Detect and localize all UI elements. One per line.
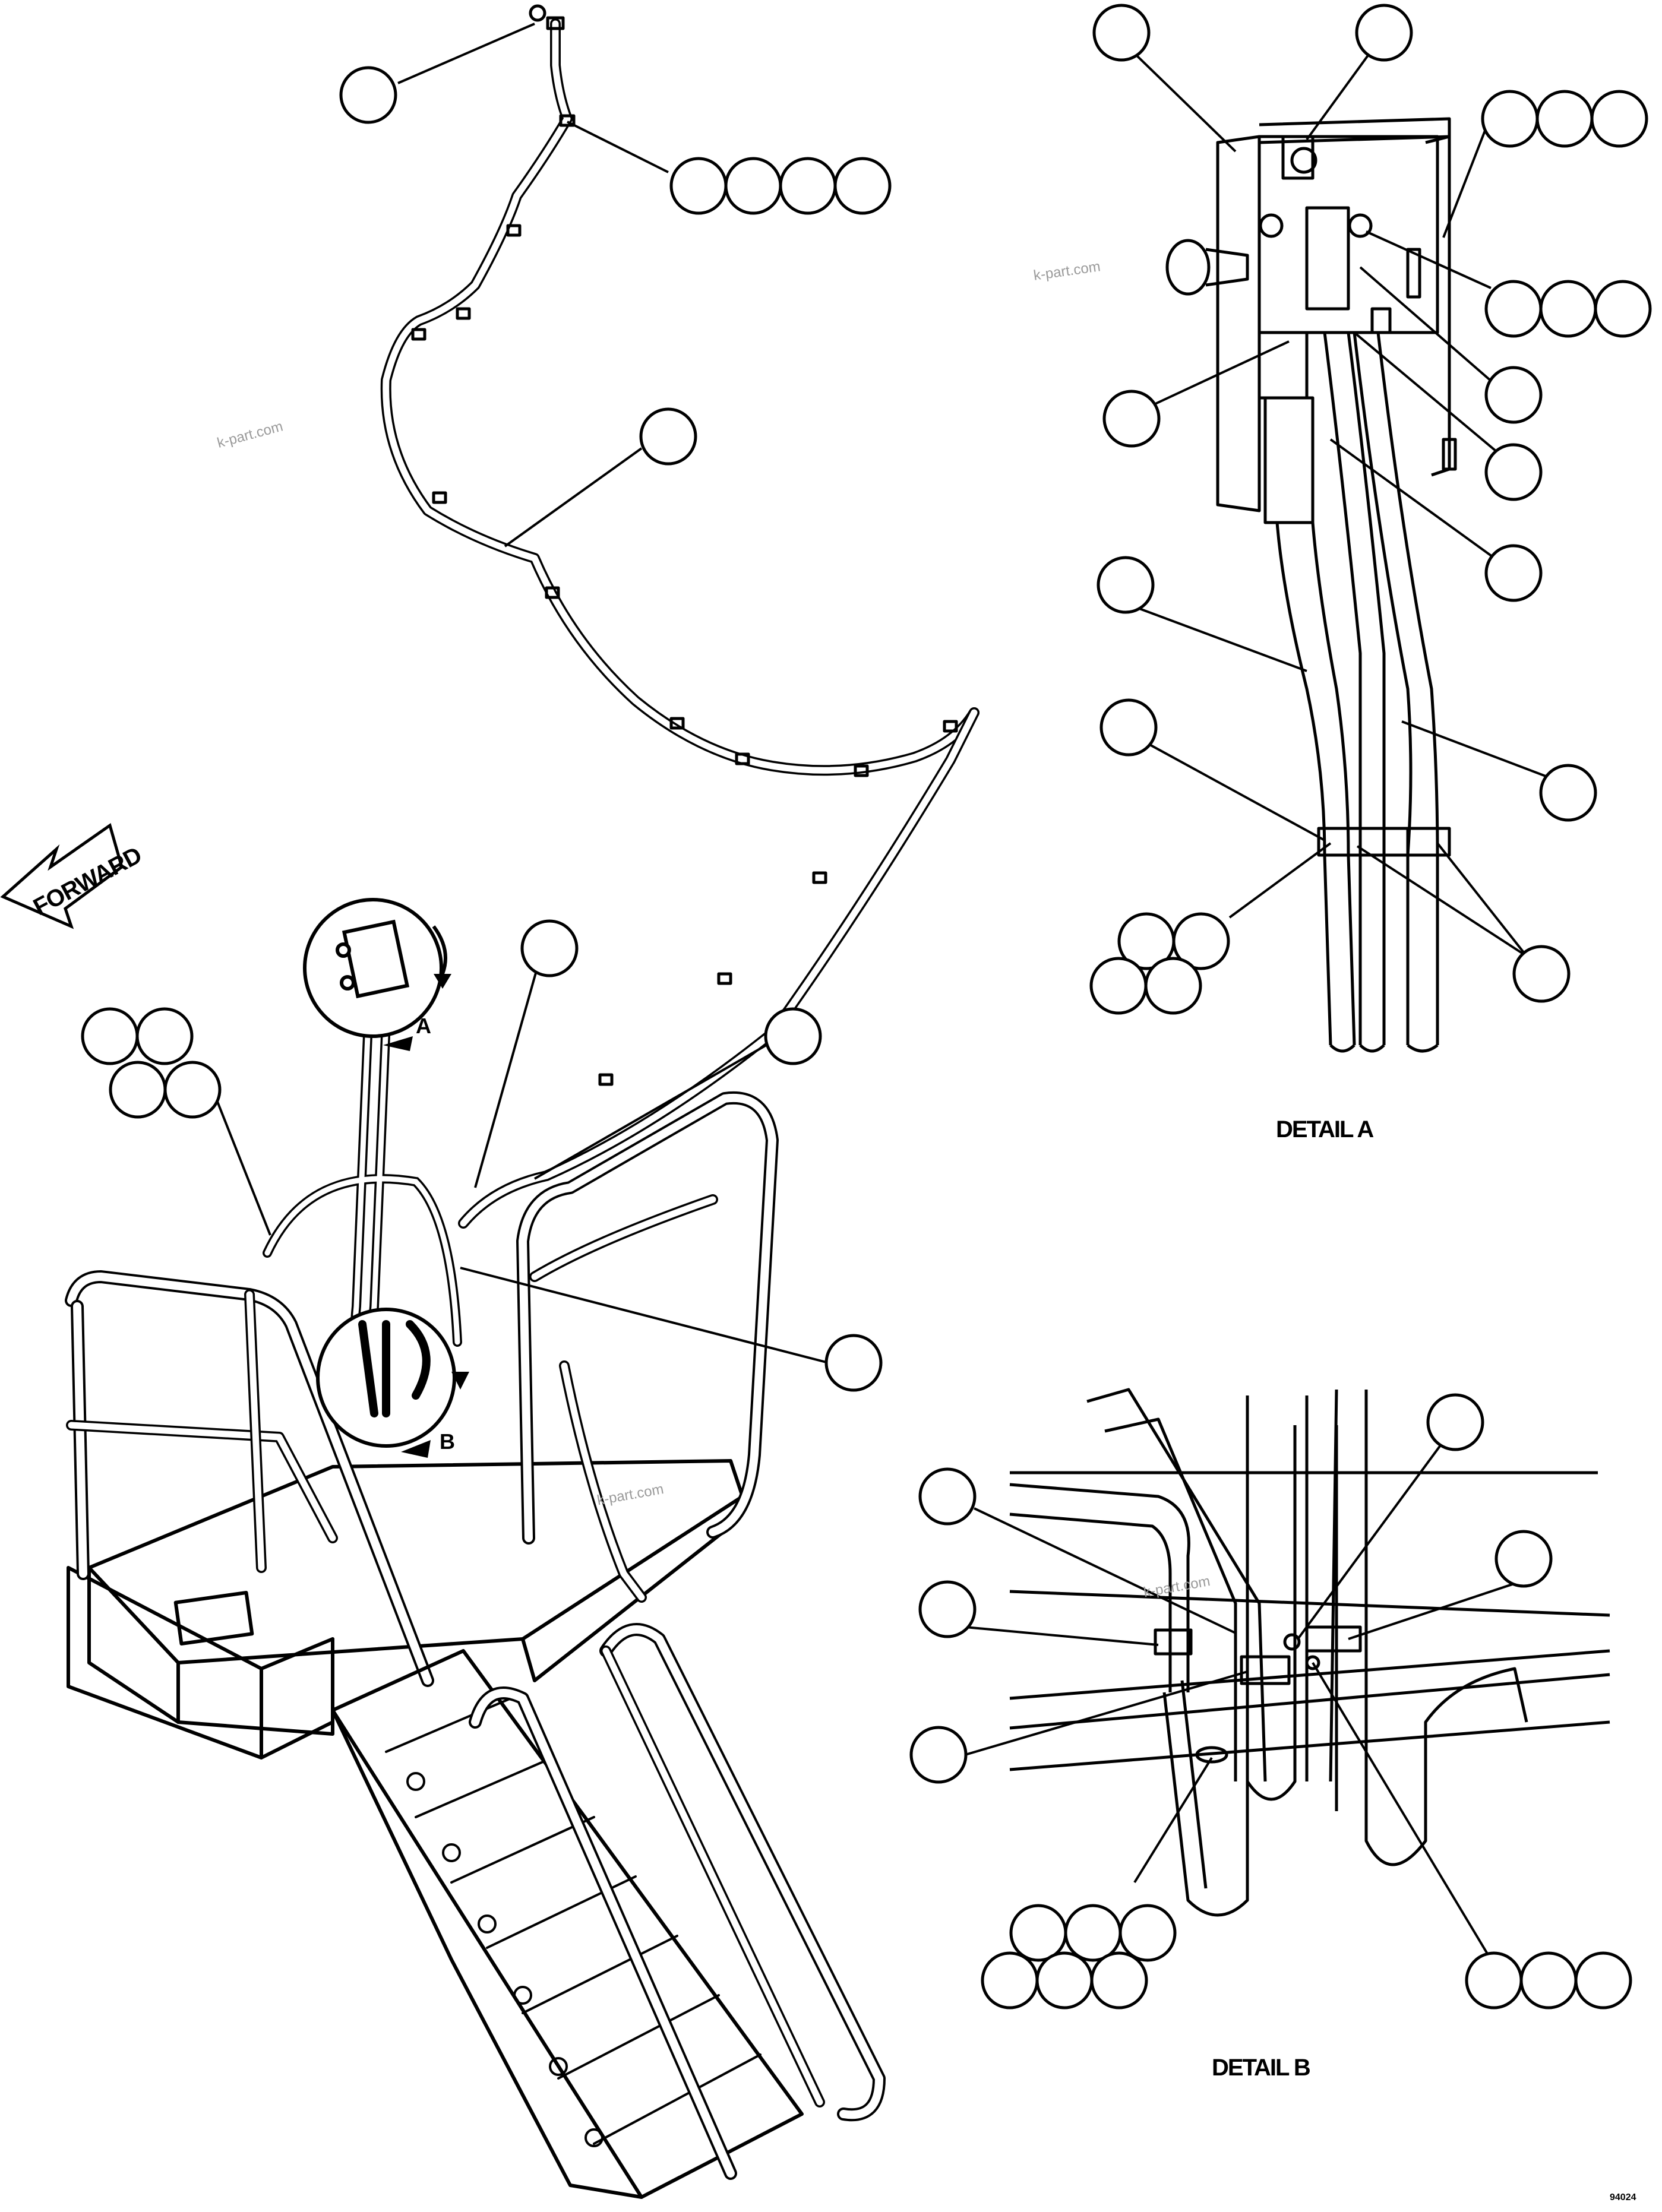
- detail-b-drawing: [1009, 1388, 1610, 1917]
- leader-lines: [213, 23, 1551, 1961]
- detail-b-title: DETAIL B: [1212, 2055, 1310, 2081]
- watermark-3: k-part.com: [596, 1481, 665, 1508]
- watermark-4: k-part.com: [1142, 1573, 1211, 1600]
- callout-circle-a: [303, 898, 443, 1038]
- watermark-2: k-part.com: [1032, 258, 1101, 284]
- platform-assembly: [65, 1091, 886, 2199]
- drawing-number: 94024: [1610, 2192, 1636, 2202]
- hose-assembly-main: [380, 4, 979, 1229]
- callout-balloons: [81, 4, 1652, 2010]
- arrow-a: [432, 925, 447, 975]
- watermark-1: k-part.com: [216, 418, 285, 451]
- forward-arrow: FORWARD: [0, 822, 146, 929]
- view-b-label: B: [440, 1429, 455, 1454]
- detail-a-title: DETAIL A: [1276, 1116, 1373, 1143]
- detail-a-drawing: [1165, 117, 1457, 1053]
- view-a-label: A: [416, 1014, 431, 1038]
